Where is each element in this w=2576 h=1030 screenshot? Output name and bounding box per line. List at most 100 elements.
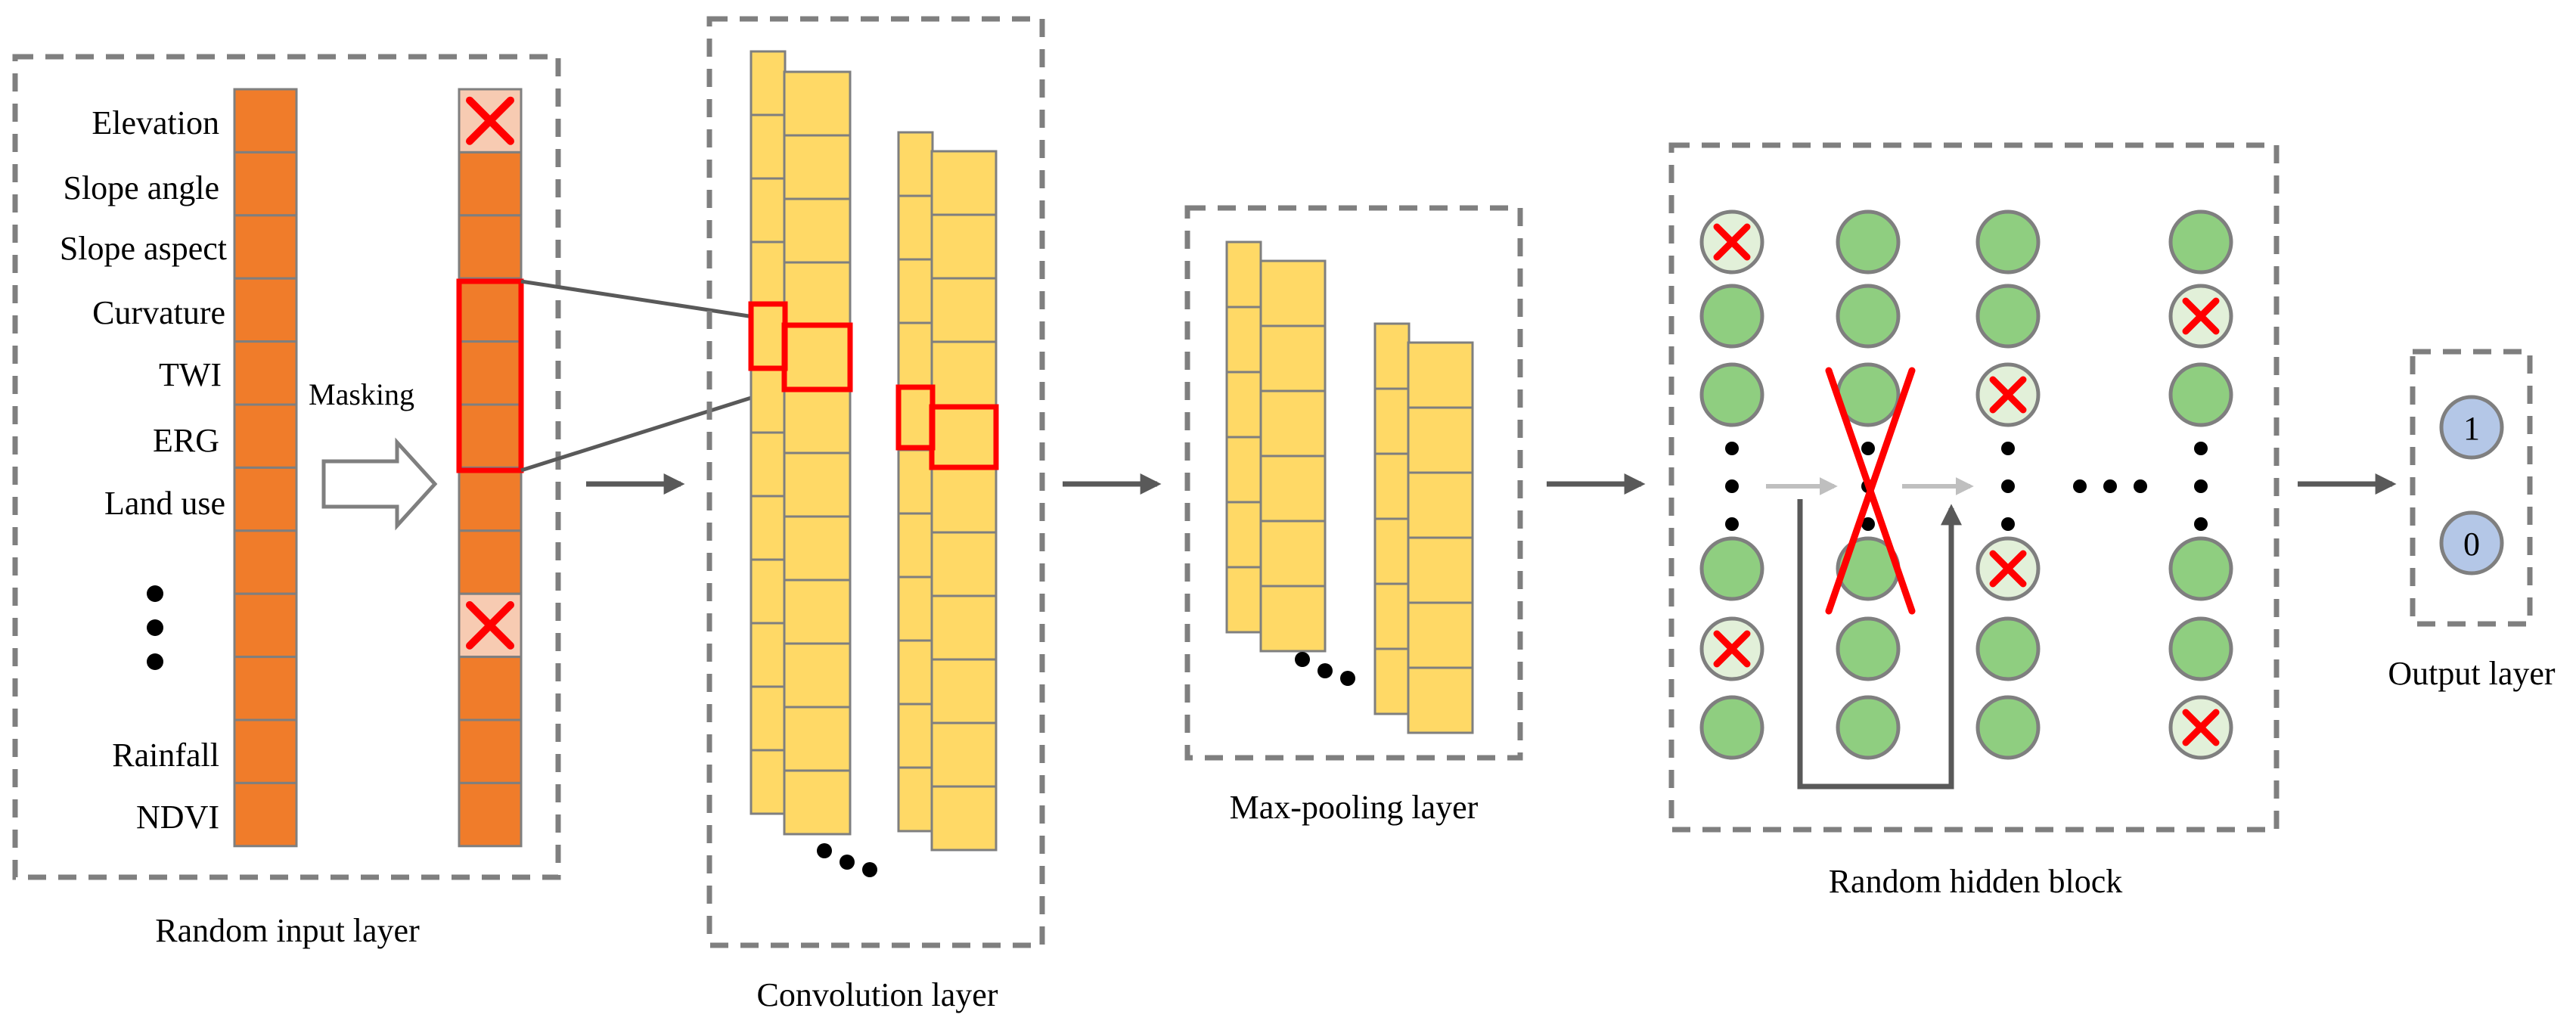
input-cell — [233, 718, 298, 784]
cross-icon — [2182, 297, 2220, 335]
feature-map-cell — [750, 304, 787, 371]
conv-panel-caption: Convolution layer — [757, 976, 998, 1013]
feature-map-cell — [1225, 371, 1262, 439]
feature-map-cell — [783, 579, 852, 645]
hidden-neuron — [1836, 695, 1901, 760]
mapping-line — [520, 388, 776, 473]
feature-map-cell — [1407, 406, 1474, 474]
feature-map-cell — [1407, 536, 1474, 604]
feature-map-cell — [897, 131, 934, 197]
feature-map-cell — [930, 594, 998, 661]
cross-icon — [1713, 630, 1751, 668]
feature-map-cell — [1225, 501, 1262, 569]
cross-icon — [2182, 709, 2220, 746]
hidden-panel-caption: Random hidden block — [1829, 863, 2123, 900]
input-cell — [458, 781, 523, 848]
input-cell — [458, 656, 523, 721]
feature-label: NDVI — [136, 799, 219, 836]
feature-map-cell — [783, 197, 852, 264]
feature-map-cell — [897, 385, 934, 451]
feature-map-cell — [930, 404, 998, 470]
input-cell — [233, 88, 298, 154]
input-cell — [458, 403, 523, 469]
feature-map-cell — [750, 622, 787, 688]
feature-map-cell — [930, 150, 998, 216]
masking-label: Masking — [309, 377, 414, 411]
conv-highlight-large — [781, 322, 853, 392]
pool-ellipsis-icon — [1295, 652, 1355, 686]
feature-map-cell — [897, 766, 934, 833]
feature-map-cell — [897, 703, 934, 769]
feature-map-cell — [750, 685, 787, 752]
random-hidden-block-panel: Random hidden block — [1668, 142, 2280, 900]
pool-panel-border — [1184, 205, 1523, 761]
output-node — [2439, 510, 2504, 575]
pool-feature-map — [1225, 240, 1262, 634]
receptive-field-highlight — [456, 278, 524, 473]
feature-map-cell — [897, 258, 934, 324]
mapping-line — [520, 279, 759, 320]
output-node-label: 0 — [2463, 526, 2480, 563]
feature-label-list: Elevation Slope angle Slope aspect Curva… — [60, 104, 227, 836]
feature-map-cell — [783, 706, 852, 772]
hidden-neuron — [2168, 362, 2233, 427]
input-cell — [233, 340, 298, 406]
feature-map-cell — [897, 321, 934, 388]
input-cell — [233, 592, 298, 659]
input-cell — [233, 150, 298, 217]
feature-map-cell — [930, 658, 998, 724]
feature-label: Rainfall — [112, 737, 219, 774]
input-cell — [458, 529, 523, 595]
cross-icon — [466, 96, 514, 145]
output-panel-caption: Output layer — [2388, 655, 2556, 692]
feature-map-cell — [750, 368, 787, 434]
hidden-panel-border — [1668, 142, 2280, 833]
feature-map-cell — [1259, 585, 1327, 653]
feature-map-cell — [1259, 259, 1327, 327]
feature-map-cell — [1225, 306, 1262, 374]
conv-feature-map — [783, 70, 852, 836]
feature-map-cell — [1225, 436, 1262, 504]
conv-feature-map — [897, 131, 934, 833]
input-cell — [458, 718, 523, 784]
feature-map-cell — [750, 558, 787, 625]
hidden-neuron — [1836, 284, 1901, 349]
input-feature-column — [233, 88, 298, 848]
feature-map-cell — [930, 277, 998, 343]
feature-map-cell — [897, 639, 934, 706]
pool-feature-map — [1407, 341, 1474, 734]
conv-highlight-large — [929, 404, 999, 470]
cross-icon — [466, 600, 514, 650]
feature-ellipsis-icon — [147, 585, 163, 670]
feature-map-cell — [1407, 471, 1474, 539]
pool-feature-map — [1259, 259, 1327, 653]
feature-map-cell — [897, 512, 934, 579]
feature-map-cell — [783, 515, 852, 582]
hidden-neuron — [1699, 284, 1764, 349]
dropped-layer-cross-icon — [1825, 367, 1916, 615]
input-cell — [458, 277, 523, 343]
input-cell — [233, 656, 298, 721]
hidden-neuron — [1975, 695, 2041, 760]
input-cell — [233, 214, 298, 280]
conv-panel-border — [706, 16, 1045, 948]
feature-map-cell — [1259, 324, 1327, 392]
input-cell — [458, 150, 523, 217]
input-cell — [458, 214, 523, 280]
input-cell — [233, 529, 298, 595]
feature-label: Curvature — [92, 294, 225, 331]
input-cell — [233, 466, 298, 532]
input-cell — [233, 403, 298, 469]
input-cell — [233, 277, 298, 343]
feature-map-cell — [930, 531, 998, 597]
cross-icon — [1713, 223, 1751, 261]
feature-map-cell — [783, 134, 852, 200]
feature-map-cell — [1373, 387, 1411, 455]
feature-map-cell — [1373, 517, 1411, 585]
feature-map-cell — [783, 70, 852, 137]
output-node-label: 1 — [2463, 410, 2480, 447]
random-input-layer-panel: Elevation Slope angle Slope aspect Curva… — [12, 54, 561, 949]
feature-map-cell — [930, 721, 998, 788]
feature-map-cell — [1373, 322, 1411, 390]
hidden-neuron — [1836, 209, 1901, 275]
